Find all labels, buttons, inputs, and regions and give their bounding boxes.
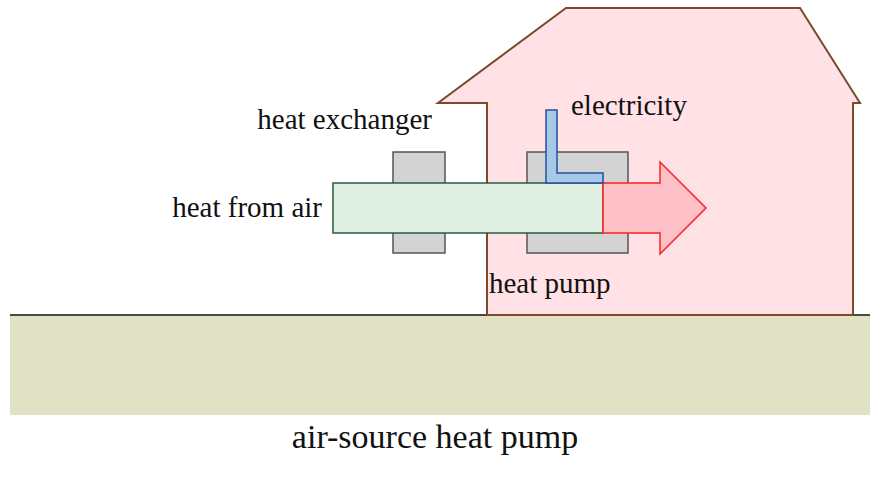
part-label: heat exchanger bbox=[257, 103, 432, 136]
part-label: electricity bbox=[571, 89, 687, 122]
house bbox=[438, 8, 860, 315]
heat-output-arrow bbox=[603, 162, 706, 254]
caption: air-source heat pump bbox=[292, 417, 578, 456]
part-label: heat from air bbox=[172, 191, 322, 224]
air-heat-bar bbox=[333, 183, 603, 233]
ground bbox=[10, 315, 870, 415]
part-label: heat pump bbox=[489, 267, 611, 300]
